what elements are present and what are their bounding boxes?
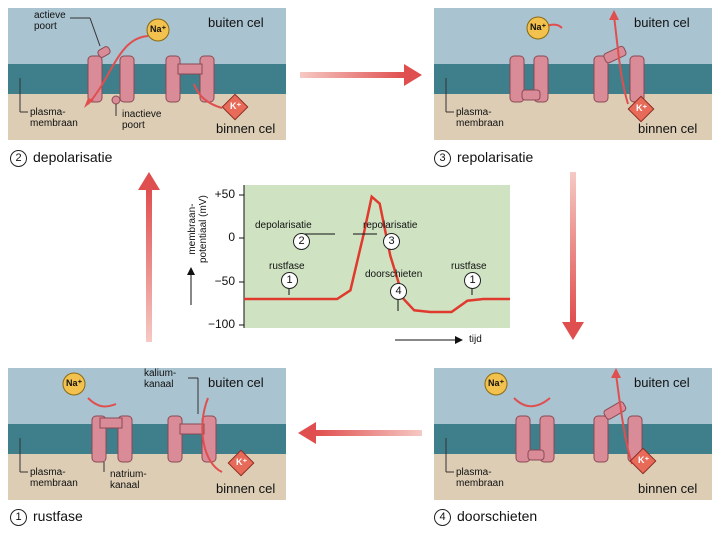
- plot-area: [244, 185, 510, 328]
- active-gate-label: actieve poort: [34, 10, 66, 32]
- arrow-down: [562, 172, 584, 340]
- phase-number: 4: [390, 283, 407, 300]
- membrane-illustration: [434, 368, 712, 500]
- action-potential-graph: membraan- potentiaal (mV) +50 0 −50 −100…: [187, 183, 512, 353]
- k-ion-label: K⁺: [636, 103, 648, 113]
- membrane-illustration: [8, 368, 286, 500]
- annotation-rustfase-left: rustfase: [269, 261, 305, 272]
- caption-text: rustfase: [33, 508, 83, 524]
- na-ion-label: Na⁺: [66, 378, 83, 388]
- inside-label: binnen cel: [216, 481, 276, 496]
- potential-curve: [244, 194, 510, 314]
- potassium-channel-label: kalium- kanaal: [144, 368, 177, 390]
- y-tick-label: −50: [214, 274, 235, 288]
- y-tick-label: −100: [207, 317, 235, 331]
- graph-svg: [187, 185, 510, 344]
- caption-number: 3: [434, 150, 451, 167]
- caption-repolarisatie: 3 repolarisatie: [434, 149, 533, 167]
- y-tick-label: +50: [214, 187, 235, 201]
- caption-depolarisatie: 2 depolarisatie: [10, 149, 112, 167]
- na-ion-label: Na⁺: [488, 378, 505, 388]
- phase-number: 3: [383, 233, 400, 250]
- caption-text: repolarisatie: [457, 149, 534, 165]
- outside-label: buiten cel: [634, 375, 690, 390]
- caption-number: 4: [434, 509, 451, 526]
- caption-text: doorschieten: [457, 508, 538, 524]
- arrow-left: [298, 422, 422, 444]
- membrane-label: plasma- membraan: [30, 107, 78, 129]
- outside-label: buiten cel: [634, 15, 690, 30]
- na-ion-label: Na⁺: [150, 24, 167, 34]
- inside-label: binnen cel: [638, 481, 698, 496]
- membrane-label: plasma- membraan: [456, 107, 504, 129]
- membrane-illustration: [8, 8, 286, 140]
- caption-text: depolarisatie: [33, 149, 113, 165]
- outside-label: buiten cel: [208, 375, 264, 390]
- sodium-channel-label: natrium- kanaal: [110, 469, 147, 491]
- phase-number: 1: [281, 272, 298, 289]
- panel-rustfase: Na⁺ K⁺ buiten cel binnen cel kalium- kan…: [8, 368, 286, 500]
- k-ion-label: K⁺: [638, 455, 650, 465]
- phase-number: 1: [464, 272, 481, 289]
- inactive-gate-label: inactieve poort: [122, 109, 162, 131]
- annotation-doorschieten: doorschieten: [365, 269, 423, 280]
- na-ion-label: Na⁺: [530, 22, 547, 32]
- outside-label: buiten cel: [208, 15, 264, 30]
- panel-depolarisatie: Na⁺ K⁺ buiten cel binnen cel actieve poo…: [8, 8, 286, 140]
- panel-doorschieten: Na⁺ K⁺ buiten cel binnen cel plasma- mem…: [434, 368, 712, 500]
- inside-label: binnen cel: [216, 121, 276, 136]
- y-tick-label: 0: [228, 230, 235, 244]
- annotation-depolarisatie: depolarisatie: [255, 220, 312, 231]
- k-ion-label: K⁺: [230, 101, 242, 111]
- arrow-right: [300, 64, 422, 86]
- caption-number: 2: [10, 150, 27, 167]
- annotation-rustfase-right: rustfase: [451, 261, 487, 272]
- y-label-arrowhead: [187, 267, 195, 275]
- inside-label: binnen cel: [638, 121, 698, 136]
- x-axis-arrowhead: [455, 336, 463, 344]
- caption-rustfase: 1 rustfase: [10, 508, 83, 526]
- k-ion-label: K⁺: [236, 457, 248, 467]
- arrow-up: [138, 172, 160, 342]
- panel-repolarisatie: Na⁺ K⁺ buiten cel binnen cel plasma- mem…: [434, 8, 712, 140]
- caption-doorschieten: 4 doorschieten: [434, 508, 537, 526]
- membrane-label: plasma- membraan: [456, 467, 504, 489]
- x-axis-label: tijd: [469, 334, 482, 345]
- annotation-repolarisatie: repolarisatie: [363, 220, 418, 231]
- caption-number: 1: [10, 509, 27, 526]
- phase-number: 2: [293, 233, 310, 250]
- membrane-illustration: [434, 8, 712, 140]
- membrane-label: plasma- membraan: [30, 467, 78, 489]
